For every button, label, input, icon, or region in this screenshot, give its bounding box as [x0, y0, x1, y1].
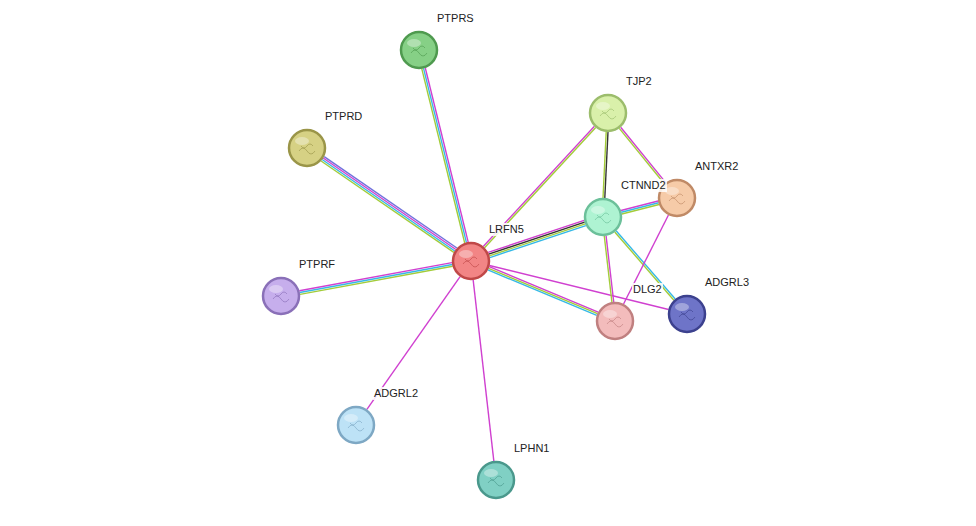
interaction-edge	[603, 132, 608, 198]
node-label: DLG2	[632, 283, 663, 296]
node-circle	[584, 198, 622, 236]
node-label: ADGRL3	[704, 276, 750, 289]
interaction-edge	[422, 68, 468, 243]
interaction-edge	[619, 127, 665, 184]
protein-node: PTPRF	[262, 277, 300, 315]
node-label: PTPRD	[324, 110, 363, 123]
node-label: LPHN1	[513, 442, 550, 455]
protein-node: LRFN5	[452, 242, 490, 280]
evidence-line	[616, 231, 675, 299]
interaction-edge	[483, 126, 596, 247]
evidence-line	[606, 236, 614, 302]
protein-node: TJP2	[589, 94, 627, 132]
evidence-line	[604, 236, 612, 302]
evidence-line	[322, 160, 455, 251]
interaction-edge	[488, 220, 586, 257]
evidence-line	[424, 68, 467, 242]
evidence-line	[624, 215, 669, 304]
evidence-line	[489, 267, 598, 312]
node-label: PTPRS	[436, 12, 475, 25]
node-circle	[262, 277, 300, 315]
node-label: CTNND2	[620, 179, 667, 192]
protein-node: CTNND2	[584, 198, 622, 236]
node-label: TJP2	[625, 75, 653, 88]
interaction-edge	[488, 267, 598, 316]
interaction-edge	[615, 231, 675, 300]
protein-node: PTPRS	[400, 31, 438, 69]
node-circle	[668, 295, 706, 333]
node-circle	[288, 129, 326, 167]
node-label: LRFN5	[488, 223, 525, 236]
node-label: PTPRF	[298, 258, 336, 271]
node-circle	[589, 94, 627, 132]
protein-node: PTPRD	[288, 129, 326, 167]
node-circle	[452, 242, 490, 280]
evidence-line	[615, 232, 674, 300]
evidence-line	[425, 68, 468, 242]
protein-node: DLG2	[596, 302, 634, 340]
node-circle	[477, 461, 515, 499]
evidence-line	[622, 204, 659, 214]
interaction-edge	[473, 280, 494, 461]
node-label: ADGRL2	[373, 387, 419, 400]
node-circle	[400, 31, 438, 69]
interaction-edge	[604, 236, 613, 302]
interaction-edge	[367, 277, 460, 410]
node-circle	[596, 302, 634, 340]
protein-node: LPHN1	[477, 461, 515, 499]
node-circle	[337, 406, 375, 444]
protein-node: ADGRL3	[668, 295, 706, 333]
evidence-line	[621, 203, 658, 213]
evidence-line	[489, 266, 668, 310]
evidence-line	[321, 161, 454, 252]
evidence-line	[621, 127, 666, 182]
evidence-line	[422, 69, 465, 243]
evidence-line	[367, 277, 460, 410]
evidence-line	[488, 220, 584, 252]
node-label: ANTXR2	[694, 160, 739, 173]
interaction-edge	[321, 157, 457, 253]
protein-node: ADGRL2	[337, 406, 375, 444]
evidence-line	[489, 222, 585, 254]
evidence-line	[603, 132, 606, 198]
evidence-line	[473, 280, 494, 461]
interaction-edge	[489, 266, 668, 310]
evidence-line	[485, 128, 596, 248]
evidence-line	[488, 270, 597, 315]
interaction-edge	[621, 201, 659, 214]
evidence-line	[323, 158, 456, 249]
evidence-line	[489, 268, 598, 313]
evidence-line	[619, 128, 664, 183]
interaction-edge	[624, 215, 669, 304]
evidence-line	[324, 157, 457, 248]
